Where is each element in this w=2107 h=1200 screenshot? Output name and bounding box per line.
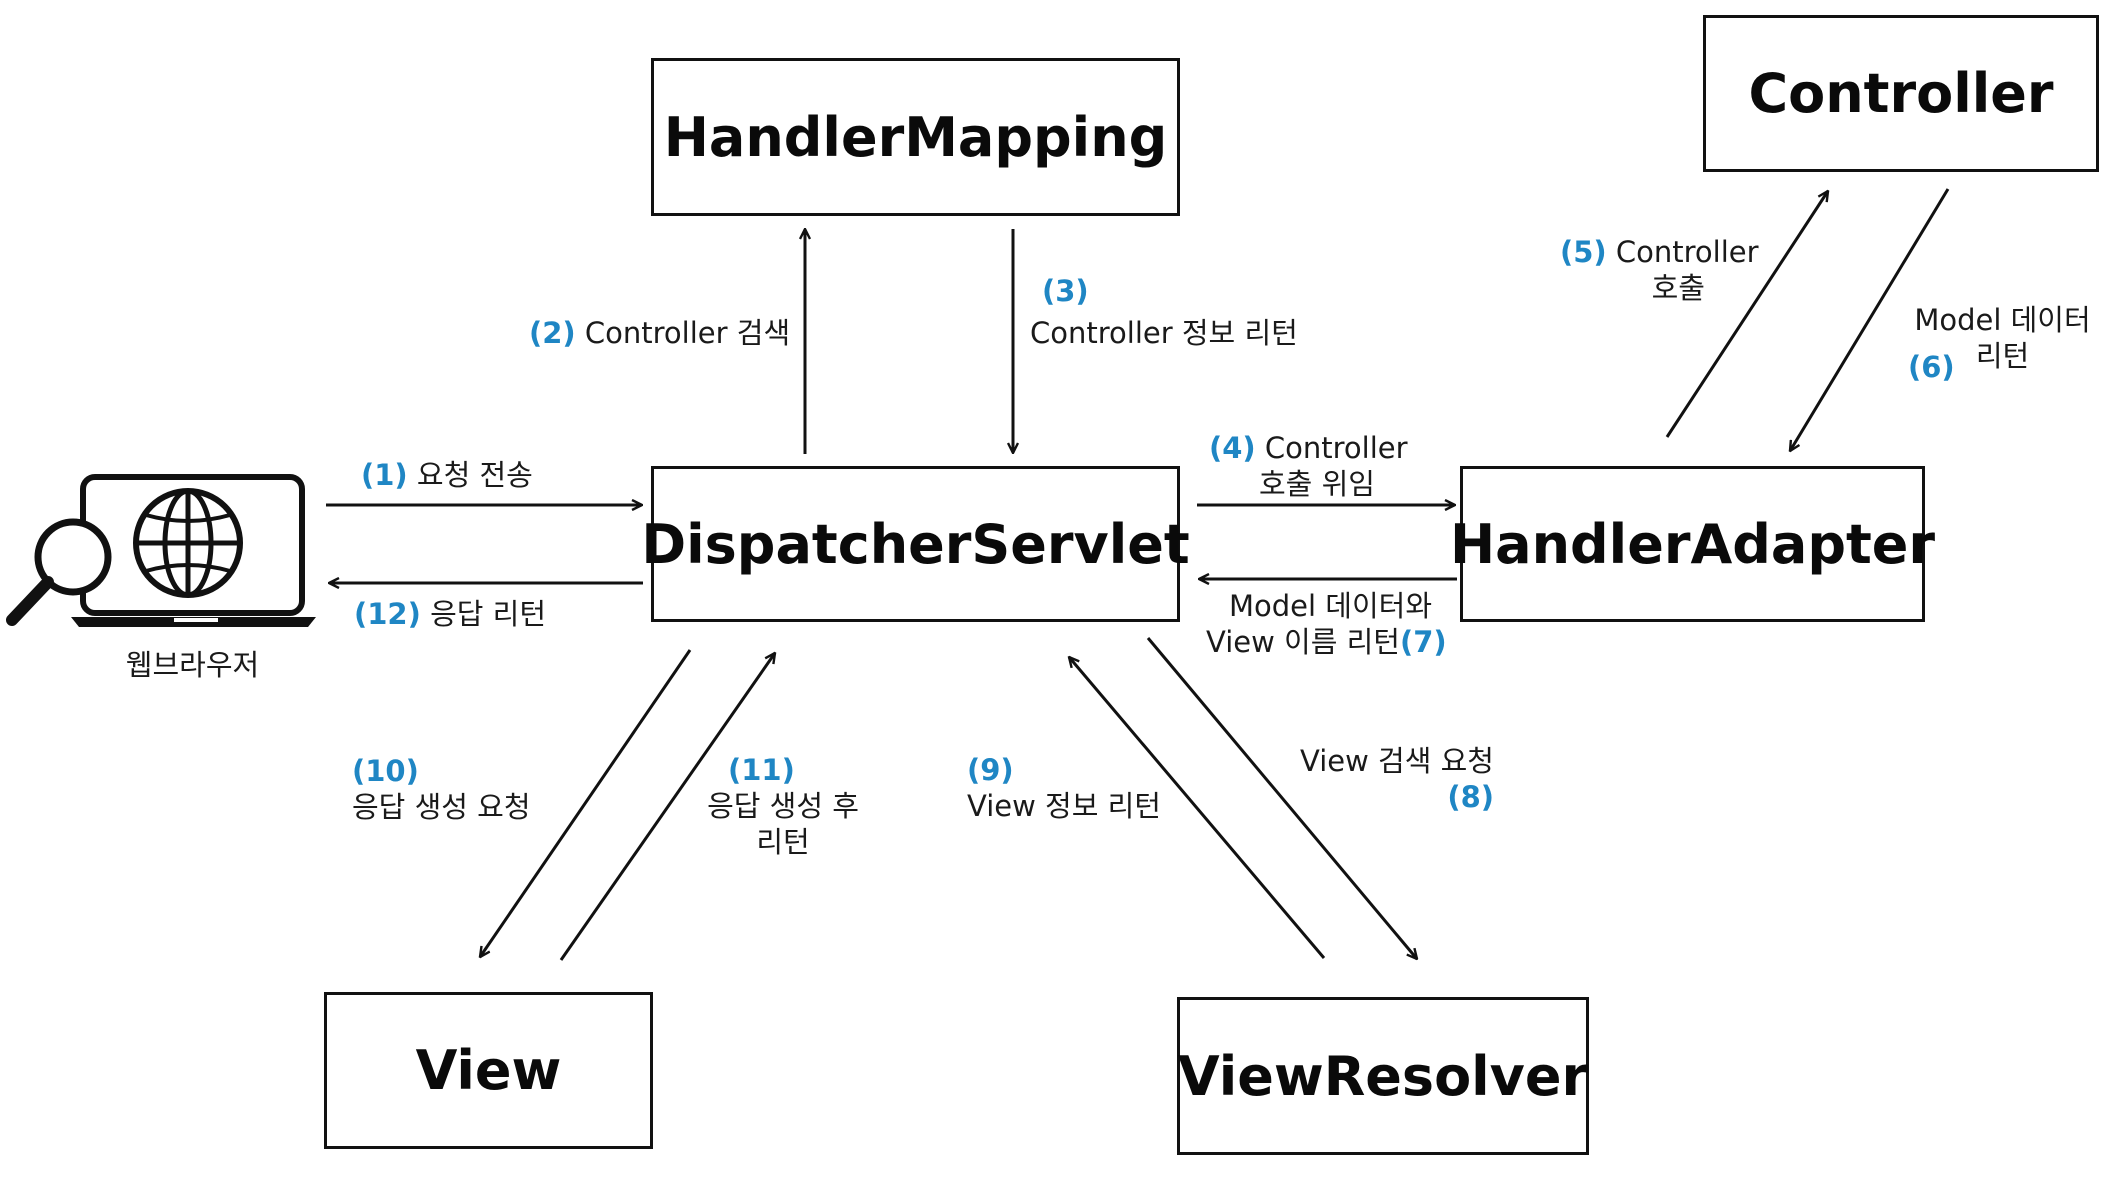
arrow-6-model-return [1790, 188, 1950, 451]
step-12-label: (12) 응답 리턴 [354, 596, 546, 632]
handler-mapping-box: HandlerMapping [651, 58, 1180, 216]
step-2-text: Controller 검색 [584, 316, 791, 350]
step-10-number: (10) [352, 754, 419, 788]
step-4-label: (4) Controller 호출 위임 [1209, 430, 1408, 502]
step-1-label: (1) 요청 전송 [361, 457, 533, 493]
step-4-line2: 호출 위임 [1259, 467, 1375, 501]
step-10-label: (10) 응답 생성 요청 [352, 753, 531, 825]
view-resolver-box: ViewResolver [1177, 997, 1589, 1155]
handler-adapter-title: HandlerAdapter [1449, 512, 1936, 576]
step-6-number: (6) [1908, 350, 1955, 384]
step-6-line1: Model 데이터 [1914, 303, 2091, 337]
browser-icon [6, 474, 316, 627]
step-5-number: (5) [1560, 235, 1607, 269]
step-2-label: (2) Controller 검색 [529, 315, 790, 351]
step-11-line1: 응답 생성 후 [707, 789, 859, 823]
arrow-10-render-request [480, 649, 692, 957]
step-5-line2: 호출 [1651, 271, 1705, 305]
step-5-label: (5) Controller 호출 [1560, 234, 1759, 306]
step-4-line1: Controller [1264, 431, 1408, 465]
step-12-number: (12) [354, 597, 421, 631]
step-6-text: Model 데이터 리턴 [1905, 302, 2100, 374]
handler-mapping-title: HandlerMapping [663, 105, 1168, 169]
dispatcher-servlet-box: DispatcherServlet [641, 466, 1190, 622]
step-1-number: (1) [361, 458, 408, 492]
step-7-line2: View 이름 리턴 [1206, 625, 1400, 659]
step-8-number: (8) [1447, 780, 1494, 814]
step-4-number: (4) [1209, 431, 1256, 465]
step-8-label: View 검색 요청 (8) [1280, 743, 1494, 815]
step-7-label: Model 데이터와 View 이름 리턴(7) [1206, 588, 1447, 660]
step-10-text: 응답 생성 요청 [352, 790, 531, 824]
step-7-number: (7) [1399, 625, 1447, 659]
step-11-number: (11) [728, 753, 795, 787]
step-7-line1: Model 데이터와 [1228, 589, 1432, 623]
step-3-text: Controller 정보 리턴 [1030, 316, 1298, 350]
handler-adapter-box: HandlerAdapter [1450, 466, 1935, 622]
step-11-label: (11) 응답 생성 후 리턴 [683, 752, 883, 860]
step-8-text: View 검색 요청 [1300, 744, 1494, 778]
step-9-label: (9) View 정보 리턴 [967, 752, 1161, 824]
step-6-line2: 리턴 [1975, 339, 2030, 373]
step-11-line2: 리턴 [756, 825, 810, 859]
arrow-5-call-controller [1665, 191, 1828, 438]
step-3-number: (3) [1042, 274, 1089, 308]
step-6-number-label: (6) [1908, 349, 1955, 385]
step-2-number: (2) [529, 316, 576, 350]
browser-label: 웹브라우저 [125, 648, 260, 682]
arrow-11-render-return [559, 653, 775, 961]
step-3-number-label: (3) [1042, 273, 1089, 309]
step-9-number: (9) [967, 753, 1014, 787]
view-box: View [324, 992, 653, 1149]
dispatcher-servlet-title: DispatcherServlet [641, 512, 1190, 576]
controller-box: Controller [1703, 15, 2099, 172]
step-9-text: View 정보 리턴 [967, 789, 1161, 823]
view-resolver-title: ViewResolver [1177, 1044, 1589, 1108]
step-5-line1: Controller [1615, 235, 1759, 269]
step-1-text: 요청 전송 [416, 458, 533, 492]
view-title: View [415, 1039, 562, 1102]
controller-title: Controller [1748, 62, 2054, 125]
step-12-text: 응답 리턴 [430, 597, 547, 631]
arrow-9-view-info [1069, 657, 1326, 959]
arrow-8-view-search [1146, 637, 1417, 959]
